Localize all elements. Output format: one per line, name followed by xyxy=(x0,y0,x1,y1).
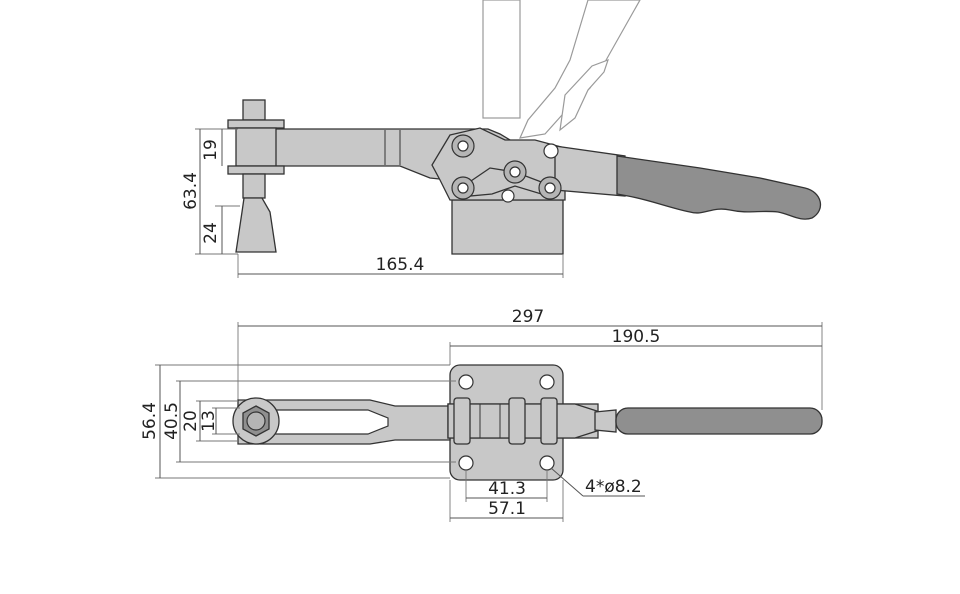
dim-top-offset-label: 19 xyxy=(201,139,221,161)
handle-grip-top xyxy=(615,407,823,435)
dim-handle-length-label: 190.5 xyxy=(612,327,661,347)
dim-width-inner-label: 13 xyxy=(199,410,219,432)
pivot-pin-4-center xyxy=(544,182,556,194)
spindle-tip xyxy=(235,197,277,253)
callout-holes-label: 4*ø8.2 xyxy=(585,477,642,497)
ghost-open-handle xyxy=(482,0,641,139)
dim-width-slot-label: 20 xyxy=(181,410,201,432)
top-view: 297 190.5 xyxy=(140,307,823,522)
linkage-pin-2 xyxy=(508,397,526,445)
dimension-width-inner: 13 xyxy=(199,407,240,435)
mount-hole-2 xyxy=(539,374,555,390)
spindle-center xyxy=(246,411,266,431)
dimension-spindle-tip: 24 xyxy=(201,205,240,254)
linkage-pin-3 xyxy=(540,397,558,445)
arm-slot xyxy=(269,409,389,435)
dimension-hole-spacing: 41.3 xyxy=(465,470,548,502)
handle-grip xyxy=(616,155,822,220)
mount-hole-3 xyxy=(458,455,474,471)
mount-hole-1 xyxy=(458,374,474,390)
dimension-base-width: 57.1 xyxy=(449,480,564,522)
dimension-height-total: 63.4 xyxy=(181,128,238,255)
dimension-length: 165.4 xyxy=(237,254,564,278)
dim-spindle-tip-label: 24 xyxy=(201,222,221,244)
pivot-pin-3-center xyxy=(509,166,521,178)
pivot-pin-2-center xyxy=(457,182,469,194)
pivot-pin-6 xyxy=(501,189,515,203)
clamp-base xyxy=(451,199,564,255)
mount-hole-4 xyxy=(539,455,555,471)
dim-base-width-label: 57.1 xyxy=(488,499,526,519)
dimension-width-slot: 20 xyxy=(181,400,238,442)
dimension-width-outer: 56.4 xyxy=(140,364,450,479)
dim-height-total-label: 63.4 xyxy=(181,172,201,210)
handle-neck xyxy=(594,409,617,433)
dim-width-mid-label: 40.5 xyxy=(162,402,182,440)
dimension-top-offset: 19 xyxy=(201,129,223,166)
linkage-pin-1 xyxy=(453,397,471,445)
side-view: 63.4 19 24 165.4 xyxy=(181,0,822,278)
dim-hole-spacing-label: 41.3 xyxy=(488,479,526,499)
dimension-overall-length: 297 xyxy=(237,307,823,410)
dim-width-outer-label: 56.4 xyxy=(140,402,160,440)
spindle-assembly xyxy=(227,99,285,253)
dim-length-label: 165.4 xyxy=(376,255,425,275)
pivot-pin-1-center xyxy=(457,140,469,152)
dim-overall-length-label: 297 xyxy=(512,307,544,327)
dimension-width-mid: 40.5 xyxy=(162,380,456,463)
dimension-handle-length: 190.5 xyxy=(449,327,822,365)
handle-lever xyxy=(554,145,626,197)
callout-holes: 4*ø8.2 xyxy=(550,467,645,497)
pivot-pin-5 xyxy=(543,143,559,159)
